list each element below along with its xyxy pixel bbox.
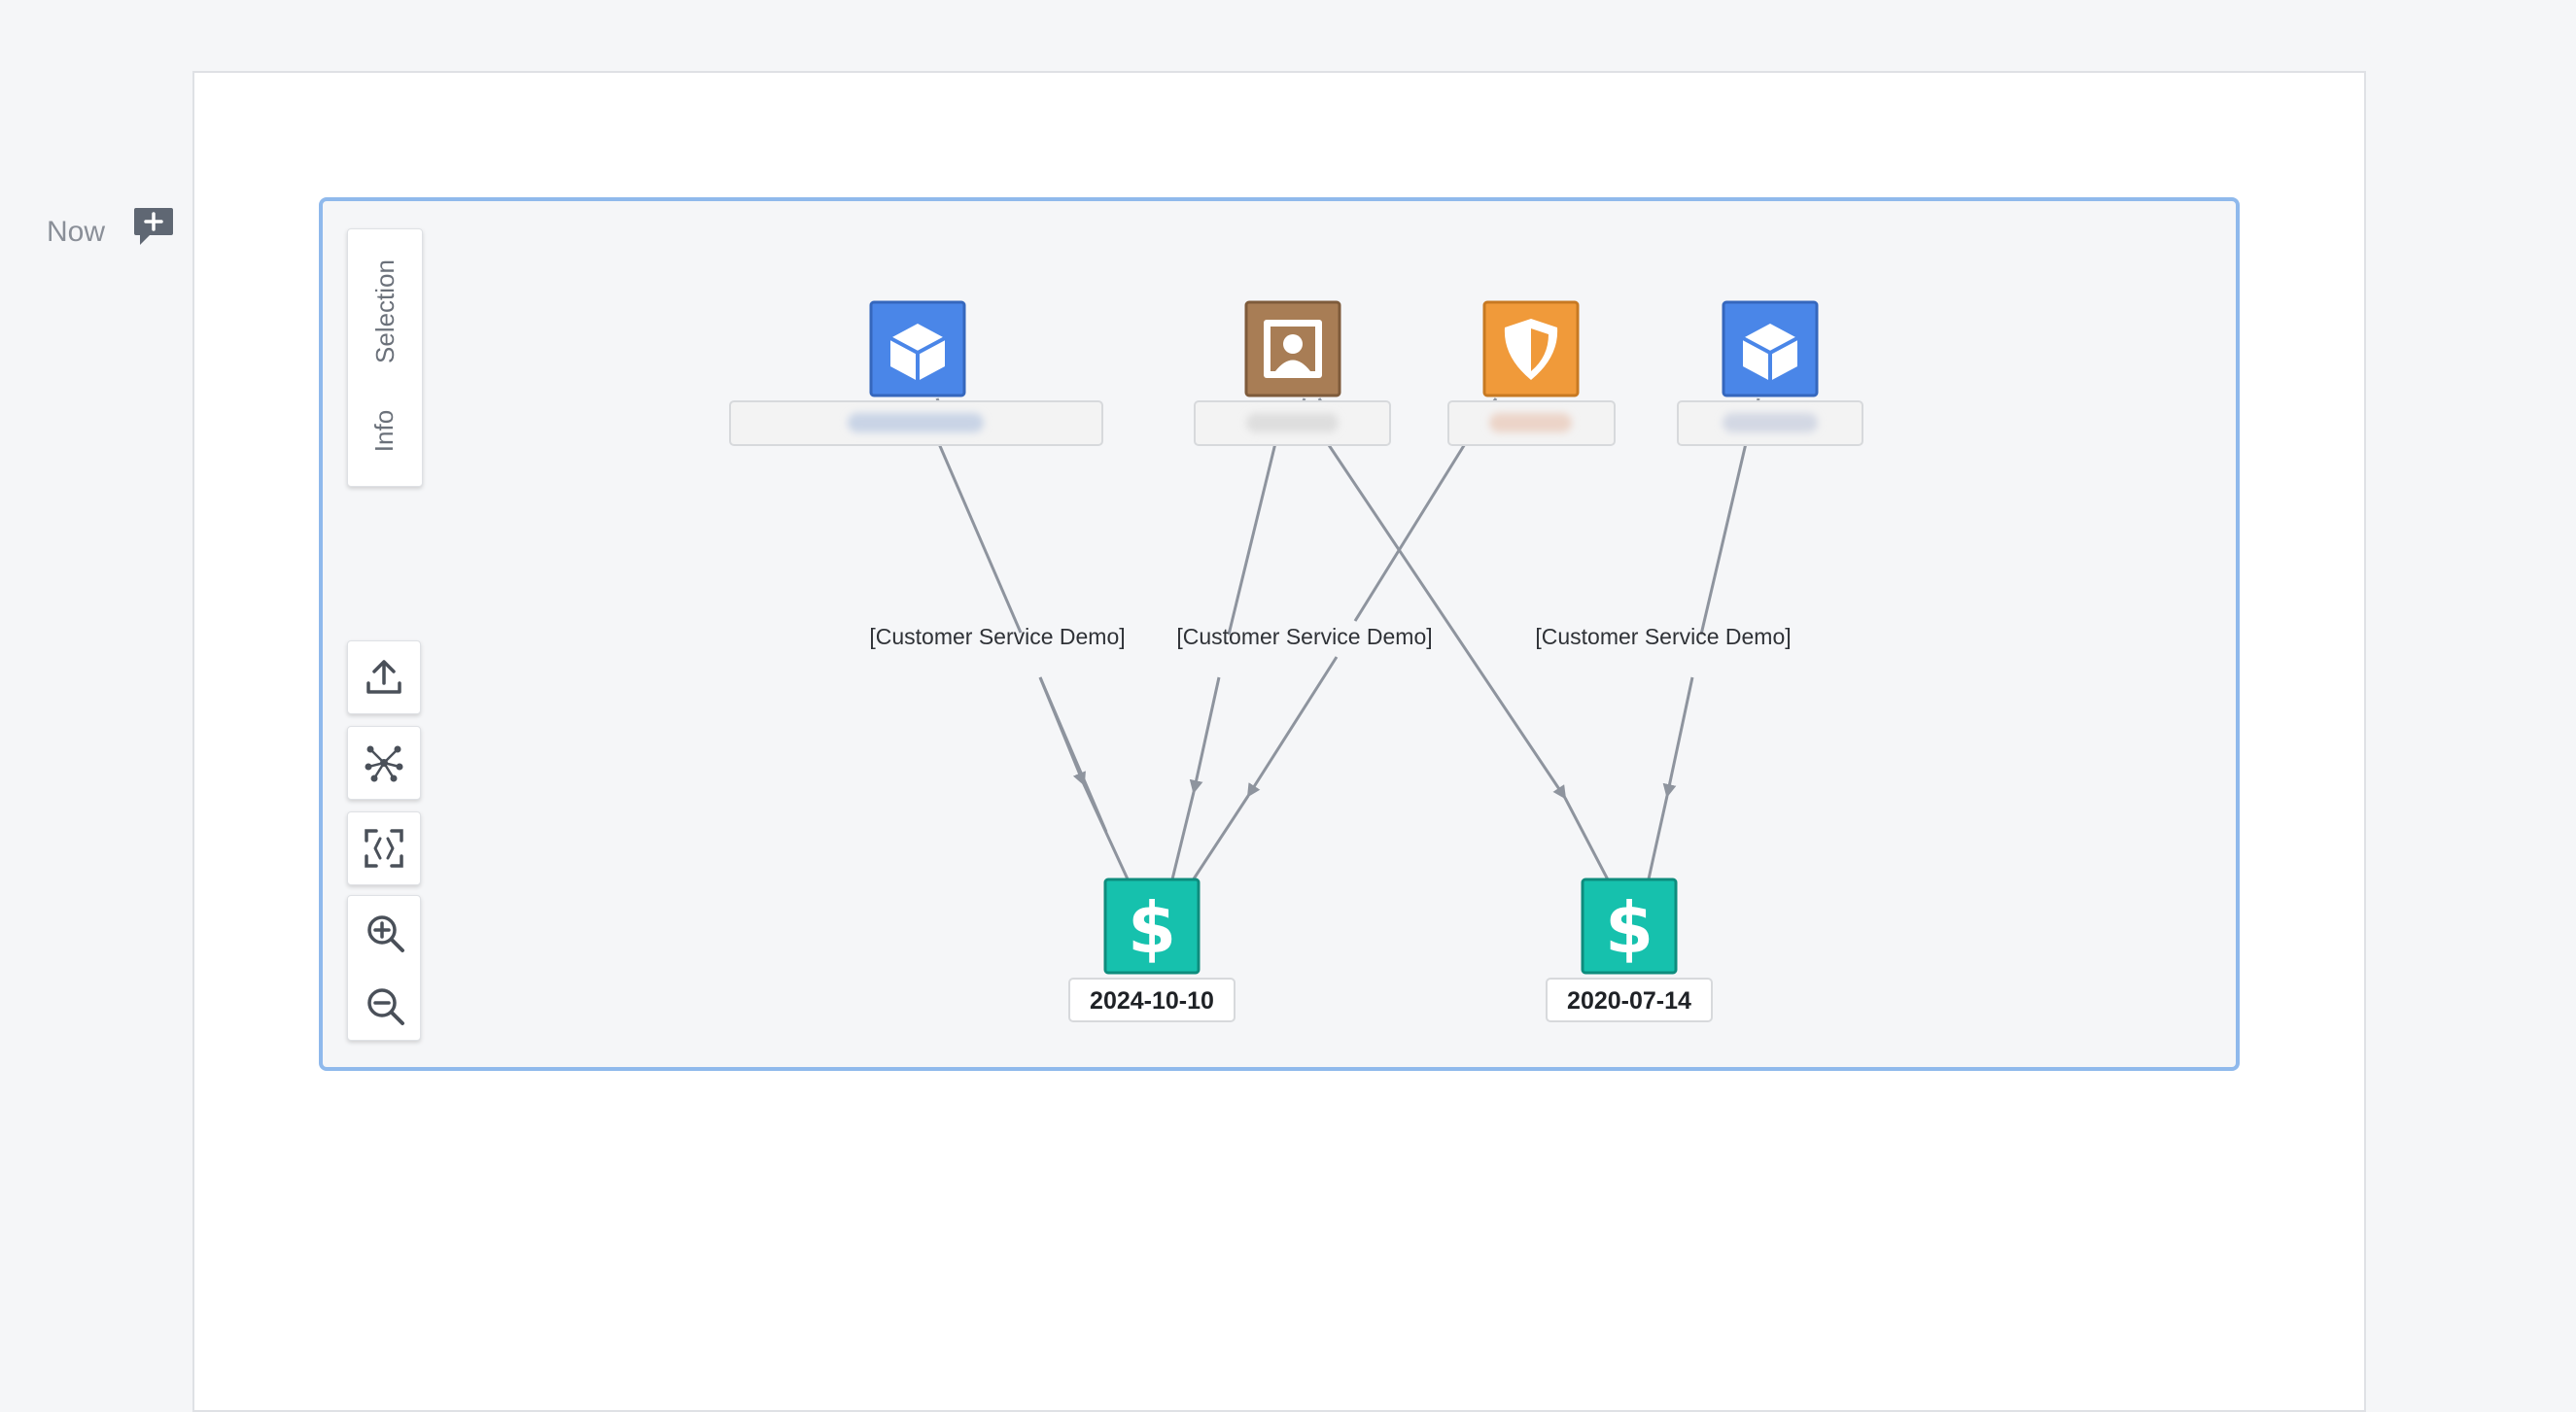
node-transaction-2[interactable]: $ [1581, 878, 1678, 975]
node-icon-bg [1103, 878, 1201, 975]
redacted-text [1246, 413, 1339, 432]
edge-cube1-to-dollar1 [935, 438, 1023, 634]
date-label-box [1068, 978, 1236, 1022]
side-panel-tabs: Selection Info [347, 228, 423, 487]
node-icon-bg [1581, 878, 1678, 975]
timestamp-label: Now [47, 216, 106, 248]
zoom-controls [347, 895, 421, 1041]
date-label-box [1546, 978, 1713, 1022]
node-person[interactable] [1244, 300, 1341, 397]
layout-button[interactable] [347, 726, 421, 800]
edge-label: [Customer Service Demo] [1535, 624, 1791, 649]
dollar-icon: $ [1128, 887, 1176, 969]
zoom-out-button[interactable] [348, 969, 422, 1042]
redacted-text [1489, 413, 1572, 432]
tab-info-label: Info [369, 409, 400, 453]
tab-selection[interactable]: Selection [348, 243, 422, 379]
zoom-in-button[interactable] [348, 896, 422, 969]
zoom-in-icon [367, 914, 404, 952]
person-portrait-icon [1264, 320, 1322, 378]
node-policy[interactable] [1482, 300, 1580, 397]
edge-person-to-dollar1 [1227, 438, 1278, 636]
node-transaction-1[interactable]: $ [1103, 878, 1201, 975]
shield-icon [1504, 319, 1558, 380]
graph-canvas[interactable]: [Customer Service Demo] [Customer Servic… [319, 197, 2240, 1071]
edge-cube2-to-dollar2 [1699, 438, 1749, 636]
upload-icon [366, 660, 401, 694]
tab-info[interactable]: Info [348, 390, 422, 472]
tab-selection-label: Selection [369, 258, 400, 363]
edge-person-to-dollar2 [1323, 438, 1567, 800]
export-button[interactable] [347, 640, 421, 714]
zoom-out-icon [367, 987, 404, 1025]
edge-label: [Customer Service Demo] [869, 624, 1125, 649]
node-object-2[interactable] [1722, 300, 1819, 397]
cube-icon [889, 324, 946, 381]
redacted-text [1723, 413, 1818, 432]
graph-layout-icon [365, 745, 403, 782]
edge-label: [Customer Service Demo] [1176, 624, 1432, 649]
node-date-label: 2024-10-10 [1090, 987, 1214, 1015]
cube-icon [1742, 324, 1798, 381]
dollar-icon: $ [1605, 887, 1654, 969]
edge-shield-to-dollar1 [1353, 438, 1470, 622]
graph-svg[interactable]: [Customer Service Demo] [Customer Servic… [323, 201, 2236, 1067]
redacted-text [848, 413, 984, 432]
fit-to-screen-button[interactable] [347, 811, 421, 885]
fit-screen-icon [365, 829, 403, 868]
node-object-1[interactable] [869, 300, 966, 397]
add-comment-icon[interactable] [130, 204, 175, 249]
node-date-label: 2020-07-14 [1567, 987, 1691, 1015]
